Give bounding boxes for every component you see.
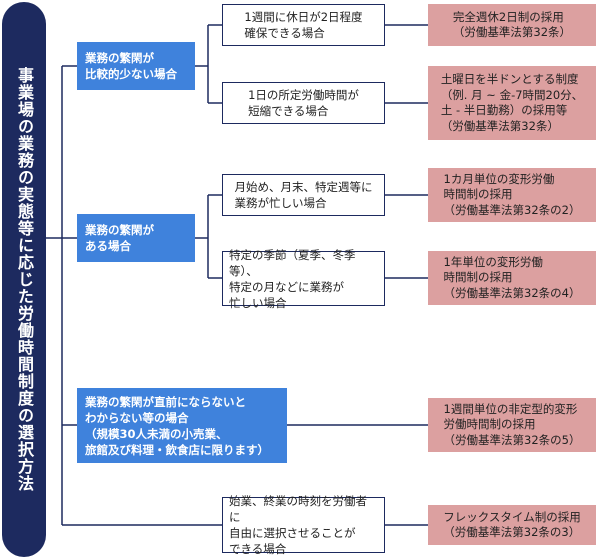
branch-unpredictable: 業務の繁閑が直前にならないと わからない等の場合 （規模30人未満の小売業、 旅… [77,388,287,463]
condition-month-peak: 月始め、月末、特定週等に 業務が忙しい場合 [222,174,385,216]
branch-label: 業務の繁閑が直前にならないと わからない等の場合 （規模30人未満の小売業、 旅… [85,394,269,457]
condition-label: 1週間に休日が2日程度 確保できる場合 [244,10,363,40]
result-half-day-saturday: 土曜日を半ドンとする制度 （例. 月 ~ 金-7時間20分、 土 - 半日勤務）… [428,66,596,140]
condition-label: 月始め、月末、特定週等に 業務が忙しい場合 [234,180,373,210]
condition-label: 始業、終業の時刻を労働者に 自由に選択させることが できる場合 [229,494,367,556]
result-label: 1週間単位の非定型的変形 労働時間制の採用 （労働基準法第32条の5） [443,401,581,447]
result-label: 完全週休2日制の採用 （労働基準法第32条） [452,9,572,40]
condition-flexible-time: 始業、終業の時刻を労働者に 自由に選択させることが できる場合 [222,494,385,556]
condition-shorter-hours: 1日の所定労働時間が 短縮できる場合 [222,82,385,124]
result-label: 1年単位の変形労働 時間制の採用 （労働基準法第32条の4） [443,254,581,300]
result-full-two-day-weekend: 完全週休2日制の採用 （労働基準法第32条） [428,4,596,46]
result-yearly-variable: 1年単位の変形労働 時間制の採用 （労働基準法第32条の4） [428,251,596,305]
branch-with-fluctuation: 業務の繁閑が ある場合 [77,214,195,262]
condition-label: 1日の所定労働時間が 短縮できる場合 [248,88,359,118]
result-weekly-irregular: 1週間単位の非定型的変形 労働時間制の採用 （労働基準法第32条の5） [428,398,596,452]
branch-low-fluctuation: 業務の繁閑が 比較的少ない場合 [77,42,195,90]
result-monthly-variable: 1カ月単位の変形労働 時間制の採用 （労働基準法第32条の2） [428,168,596,222]
result-label: フレックスタイム制の採用 （労働基準法第32条の3） [443,509,581,540]
condition-seasonal-peak: 特定の季節（夏季、冬季等）、 特定の月などに業務が 忙しい場合 [222,248,385,310]
result-label: 土曜日を半ドンとする制度 （例. 月 ~ 金-7時間20分、 土 - 半日勤務）… [440,72,584,133]
branch-label: 業務の繁閑が ある場合 [85,223,154,253]
condition-label: 特定の季節（夏季、冬季等）、 特定の月などに業務が 忙しい場合 [229,247,356,310]
result-label: 1カ月単位の変形労働 時間制の採用 （労働基準法第32条の2） [443,171,581,217]
branch-label: 業務の繁閑が 比較的少ない場合 [85,51,177,81]
condition-two-holidays: 1週間に休日が2日程度 確保できる場合 [222,4,385,46]
result-flextime: フレックスタイム制の採用 （労働基準法第32条の3） [428,505,596,545]
root-title: 事業場の業務の実態等に応じた労働時間制度の選択方法 [2,2,46,557]
root-title-label: 事業場の業務の実態等に応じた労働時間制度の選択方法 [15,67,34,492]
